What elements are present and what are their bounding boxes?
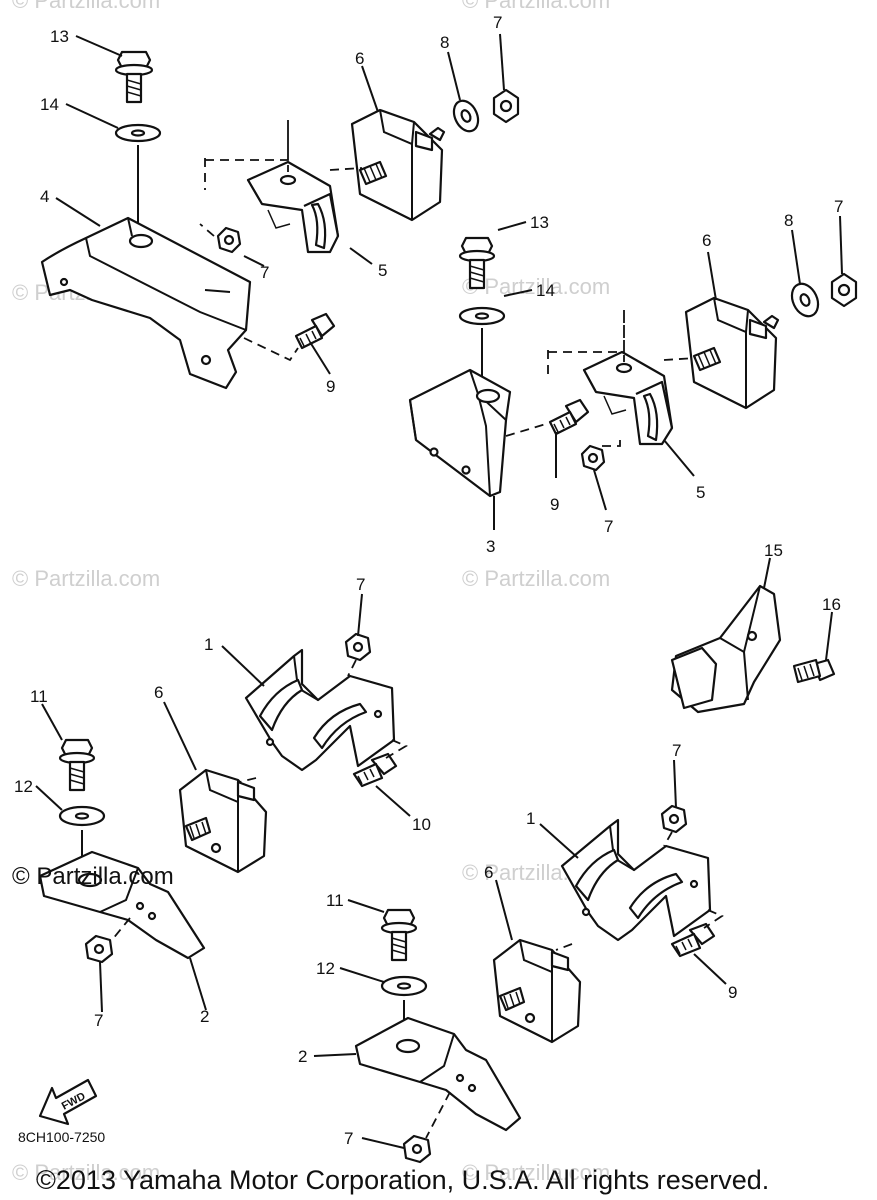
callout-13: 13 — [50, 27, 69, 46]
callout-1: 1 — [526, 809, 535, 828]
callout-5: 5 — [378, 261, 387, 280]
watermark: © Partzilla.com — [462, 1160, 610, 1185]
watermark: © Partzilla.com — [12, 1160, 160, 1185]
callout-9: 9 — [728, 983, 737, 1002]
copyright-notice: ©2013 Yamaha Motor Corporation, U.S.A. A… — [36, 1165, 769, 1195]
assembly-top-right — [408, 236, 858, 498]
callout-6: 6 — [484, 863, 493, 882]
nut-7-right-under — [580, 444, 606, 472]
callout-11: 11 — [30, 687, 48, 706]
callout-11: 11 — [326, 891, 344, 910]
bracket-4 — [40, 216, 252, 390]
rubber-mount-6-right — [684, 296, 780, 410]
callout-14: 14 — [40, 95, 59, 114]
bolt-9-right — [548, 398, 590, 436]
callout-8: 8 — [440, 33, 449, 52]
callout-6: 6 — [154, 683, 163, 702]
callout-15: 15 — [764, 541, 783, 560]
fwd-arrow-icon: FWD — [38, 1078, 98, 1126]
bolt-13-right — [458, 236, 496, 290]
assembly-bottom-right — [354, 804, 724, 1164]
bracket-2-right — [354, 1016, 522, 1132]
bracket-5-left — [246, 160, 340, 254]
nut-7-mid-top — [344, 632, 372, 662]
bolt-9-left — [294, 312, 336, 350]
callout-2: 2 — [298, 1047, 307, 1066]
diagram-code: 8CH100-7250 — [18, 1129, 105, 1145]
watermark: © Partzilla.com — [462, 0, 610, 13]
leader-lines — [35, 33, 843, 1149]
rubber-mount-6-bottom-right — [492, 938, 582, 1044]
watermark: © Partzilla.com — [12, 566, 160, 591]
callout-7: 7 — [94, 1011, 103, 1030]
bolt-13-left — [114, 50, 154, 104]
callout-13: 13 — [530, 213, 549, 232]
bolt-10 — [352, 752, 398, 788]
rubber-mount-6-mid-left — [178, 768, 268, 874]
watermark: © Partzilla.com — [12, 0, 160, 13]
callout-9: 9 — [326, 377, 335, 396]
callout-4: 4 — [40, 187, 49, 206]
callout-2: 2 — [200, 1007, 209, 1026]
callout-16: 16 — [822, 595, 841, 614]
bolt-11-left — [58, 738, 96, 792]
watermark-dark: © Partzilla.com — [12, 863, 174, 890]
assembly-middle-left — [38, 632, 408, 964]
bracket-5-right — [582, 350, 674, 446]
callout-14: 14 — [536, 281, 555, 300]
callout-7: 7 — [604, 517, 613, 536]
callout-12: 12 — [14, 777, 33, 796]
callout-7: 7 — [356, 575, 365, 594]
callout-7: 7 — [672, 741, 681, 760]
callout-7: 7 — [260, 263, 269, 282]
callout-10: 10 — [412, 815, 431, 834]
bracket-2-left — [38, 850, 206, 960]
callout-6: 6 — [702, 231, 711, 250]
callout-6: 6 — [355, 49, 364, 68]
callout-7: 7 — [493, 13, 502, 32]
callout-8: 8 — [784, 211, 793, 230]
nut-7-bottom-left — [84, 934, 114, 964]
assembly-top-left — [40, 50, 520, 390]
nut-7-top-left — [492, 88, 520, 124]
bracket-1-left — [244, 648, 396, 772]
bracket-3 — [408, 368, 512, 498]
bracket-1-right — [560, 818, 712, 942]
watermark: © Partzilla.com — [462, 566, 610, 591]
callout-7: 7 — [344, 1129, 353, 1148]
nut-7-top-right — [830, 272, 858, 308]
nut-7-bottom-right — [402, 1134, 432, 1164]
callout-labels: 13 14 4 6 8 7 7 5 9 13 14 6 8 7 9 7 5 3 … — [14, 13, 843, 1148]
callout-5: 5 — [696, 483, 705, 502]
rubber-mount-6-left — [350, 108, 446, 222]
callout-1: 1 — [204, 635, 213, 654]
nut-7-bottom-right-top — [660, 804, 688, 834]
callout-3: 3 — [486, 537, 495, 556]
assembly-part-15 — [670, 584, 836, 714]
bolt-11-right — [380, 908, 418, 962]
washer-8-left — [452, 99, 480, 133]
watermark: © Partzilla.com — [462, 274, 610, 299]
bolt-9-bottom-right — [670, 922, 716, 958]
callout-7: 7 — [834, 197, 843, 216]
nut-7-left-under — [216, 226, 242, 254]
mount-15 — [670, 584, 782, 714]
callout-12: 12 — [316, 959, 335, 978]
callout-9: 9 — [550, 495, 559, 514]
washer-8-right — [790, 282, 820, 318]
bolt-16 — [792, 658, 836, 684]
